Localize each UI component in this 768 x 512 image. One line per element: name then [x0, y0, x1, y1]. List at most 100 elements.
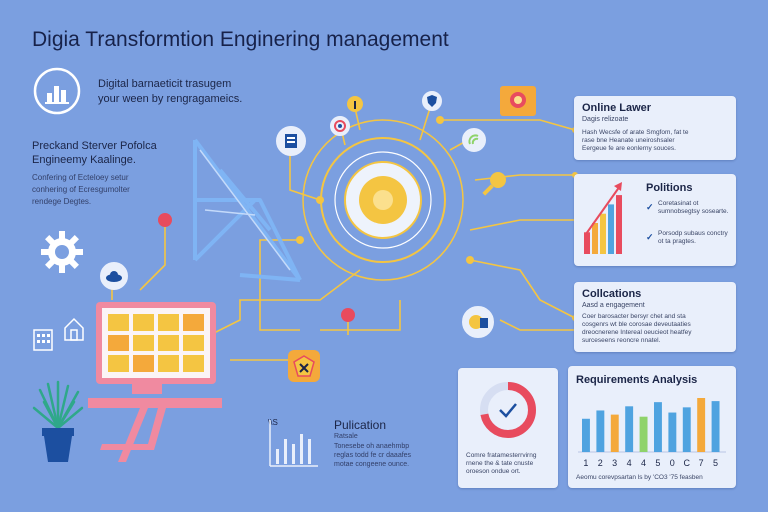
page-title: Digia Transformtion Enginering managemen… [32, 28, 449, 51]
requirements-tick-label: 1 [583, 458, 588, 468]
panel-subtitle: Aasd a engagement [582, 302, 645, 309]
info-icon [347, 96, 363, 112]
panel-title: Collcations [582, 288, 642, 300]
trend-arrow-head [614, 182, 622, 191]
screen-cell [133, 355, 154, 372]
check-icon [499, 403, 517, 418]
panel-body-line: Hash Wecsfe of arate Smgfom, fat te [582, 129, 689, 136]
publication-body-3: motae congeene ounce. [334, 461, 410, 468]
panel-body-line: rase bne Heanate uneiroshsaler [582, 137, 675, 144]
plant-icon [32, 380, 84, 462]
analytics-icon [32, 66, 82, 116]
intro-line-2: your ween by rengragameics. [98, 93, 243, 105]
screen-cell [158, 314, 179, 331]
politions-bar-chart [584, 182, 622, 254]
publication-subtitle: Ratsale [334, 433, 358, 440]
requirements-bar [654, 402, 662, 452]
search-icon [476, 168, 510, 202]
trend-arrow [585, 185, 621, 235]
monitor [96, 302, 216, 384]
screen-cell [183, 355, 204, 372]
target-icon [330, 116, 350, 136]
politions-bar [592, 223, 598, 254]
screen-cell [108, 314, 129, 331]
signal-icon [462, 128, 486, 152]
publication-title: Pulication [334, 418, 387, 432]
politions-bar [616, 195, 622, 254]
requirements-bar [639, 416, 648, 452]
donut-chart [480, 382, 536, 438]
screen-cell [183, 334, 204, 352]
left-heading-2: Engineemy Kaalinge. [32, 154, 136, 166]
publication-badge: \\S [268, 418, 278, 427]
requirements-bar [711, 401, 720, 452]
politions-bar [600, 213, 606, 254]
award-icon [288, 350, 320, 382]
publication-bar [292, 444, 295, 464]
screen-cell [183, 314, 204, 331]
panel-title: Requirements Analysis [576, 374, 698, 386]
politions-item-text: Porsodp subaus conctry ot ta pragtes. [658, 230, 728, 245]
requirements-bar [625, 406, 634, 452]
panel-title: Politions [646, 182, 693, 194]
screen-cell [108, 334, 129, 352]
publication-body-2: reglas todd fe cr daaafes [334, 452, 412, 459]
politions-bar [584, 232, 590, 254]
panel-donut: Comre fratamesterrvirng rnene the & tate… [458, 368, 558, 488]
alert-badge-icon [500, 86, 536, 116]
requirements-bar [610, 414, 619, 452]
panel-body-line: surceseens reoncre nnatel. [582, 337, 661, 344]
check-icon: ✓ [646, 232, 654, 242]
left-body-3: rendege Degtes. [32, 197, 92, 206]
requirements-tick-label: C [683, 458, 690, 468]
publication-bar [300, 434, 303, 464]
intro-line-1: Digital barnaeticit trasugem [98, 78, 232, 90]
requirements-tick-label: 2 [598, 458, 603, 468]
building-icon [32, 326, 54, 352]
publication-body-1: Tonesebe oh anaehmbp [334, 443, 410, 450]
panel-body-line: cosgenrs wt ble corosae deveutaaties [582, 321, 691, 328]
publication-bar [276, 449, 279, 464]
panel-title: Online Lawer [582, 102, 652, 114]
requirements-bar [682, 407, 691, 452]
requirements-bar [582, 418, 590, 452]
left-body-2: conhering of Ecresgumolter [32, 185, 130, 194]
requirements-tick-label: 4 [641, 458, 646, 468]
publication-bar [308, 439, 311, 464]
desk [88, 384, 222, 462]
requirements-tick-label: 7 [699, 458, 704, 468]
screen-cell [133, 314, 154, 331]
requirements-bar [596, 410, 605, 452]
left-body-1: Confering of Ecteloey setur [32, 173, 129, 182]
screen-cell [133, 334, 154, 352]
requirements-tick-label: 5 [655, 458, 660, 468]
screen-cell [108, 355, 129, 372]
panel-subtitle: Dagis relizoate [582, 116, 629, 123]
publication-bar-chart [269, 420, 318, 467]
server-icon [276, 126, 306, 156]
politions-bar [608, 204, 614, 254]
requirements-footer: Aeomu corevpsartan ls by 'CO3 '75 feasbe… [576, 474, 703, 481]
politions-item-text: Coretasinat ot sumnobsegtsy sosearte. [658, 200, 729, 215]
left-heading-1: Preckand Sterver Pofolca [32, 140, 157, 152]
check-icon: ✓ [646, 202, 654, 212]
donut-body-line: Comre fratamesterrvirng [466, 452, 537, 459]
cloud-icon [100, 262, 128, 290]
requirements-tick-label: 4 [627, 458, 632, 468]
donut-body-line: rnene the & tate cnuste [466, 460, 534, 467]
publication-bar [284, 439, 287, 464]
monitor-screen [102, 308, 210, 378]
requirements-tick-label: 5 [713, 458, 718, 468]
panel-body-line: Eergeue fe are eonlerny souces. [582, 145, 676, 152]
home-icon [62, 316, 86, 342]
screen-cell [158, 355, 179, 372]
shield-icon [422, 91, 442, 111]
donut-arc [480, 382, 536, 438]
panel-collcations: Collcations Aasd a engagement Coer baros… [574, 282, 736, 352]
panel-body-line: dreocnerene Intereal oeucieot heatfey [582, 329, 692, 336]
requirements-tick-label: 0 [670, 458, 675, 468]
gear-icon [38, 228, 86, 276]
